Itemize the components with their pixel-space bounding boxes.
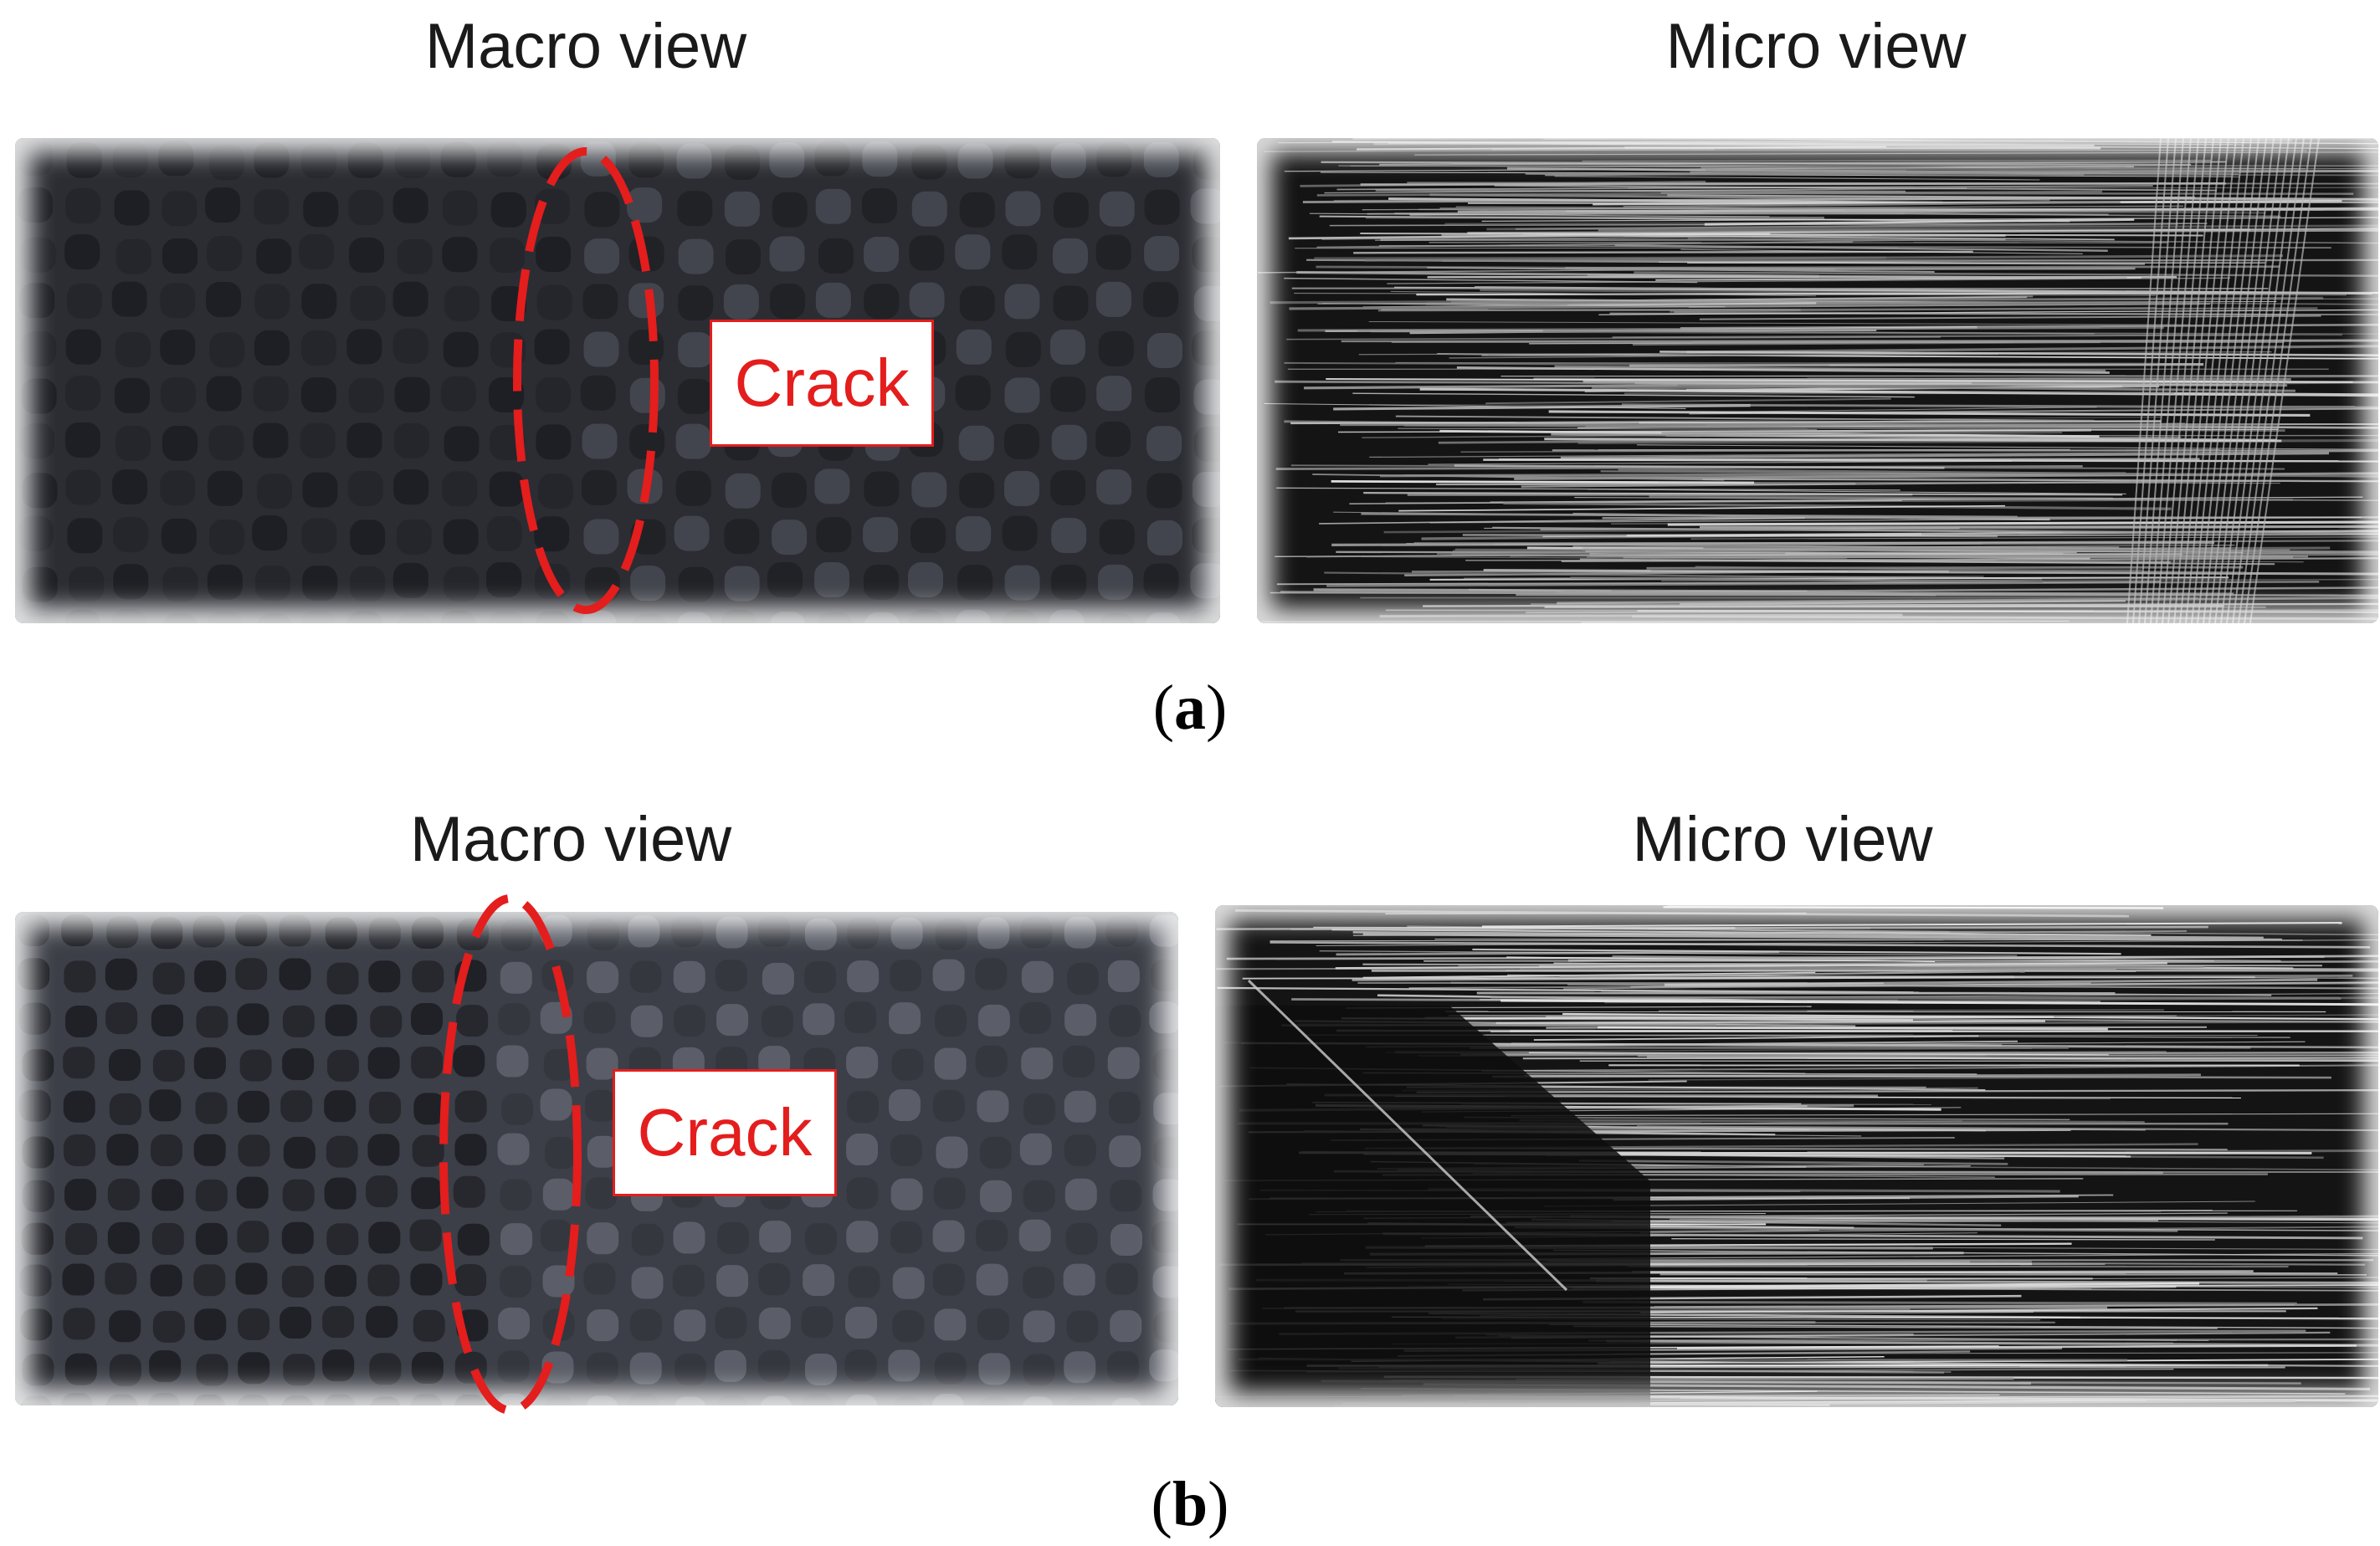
macro-photo-a: [15, 138, 1220, 623]
micro-photo-a: [1257, 138, 2378, 623]
micro-photo-b: [1215, 905, 2378, 1407]
micro-view-title-b: Micro view: [1632, 804, 1933, 875]
panel-label-a: (a): [1152, 673, 1228, 743]
fiber-micrograph-a: [1257, 138, 2378, 623]
fiber-micrograph-b: [1215, 905, 2378, 1407]
micro-view-title-a: Micro view: [1665, 11, 1967, 82]
carbon-weave-texture-a: [15, 138, 1220, 623]
carbon-weave-texture-b: [15, 912, 1178, 1405]
crack-label-b: Crack: [637, 1095, 813, 1170]
crack-ellipse-a: [513, 147, 659, 614]
crack-label-box-a: Crack: [710, 320, 934, 447]
macro-photo-b: [15, 912, 1178, 1405]
macro-view-title-a: Macro view: [424, 11, 747, 82]
crack-label-box-b: Crack: [613, 1069, 837, 1196]
crack-ellipse-b: [439, 894, 582, 1415]
panel-label-b: (b): [1151, 1469, 1229, 1539]
macro-view-title-b: Macro view: [409, 804, 732, 875]
crack-label-a: Crack: [734, 346, 910, 420]
